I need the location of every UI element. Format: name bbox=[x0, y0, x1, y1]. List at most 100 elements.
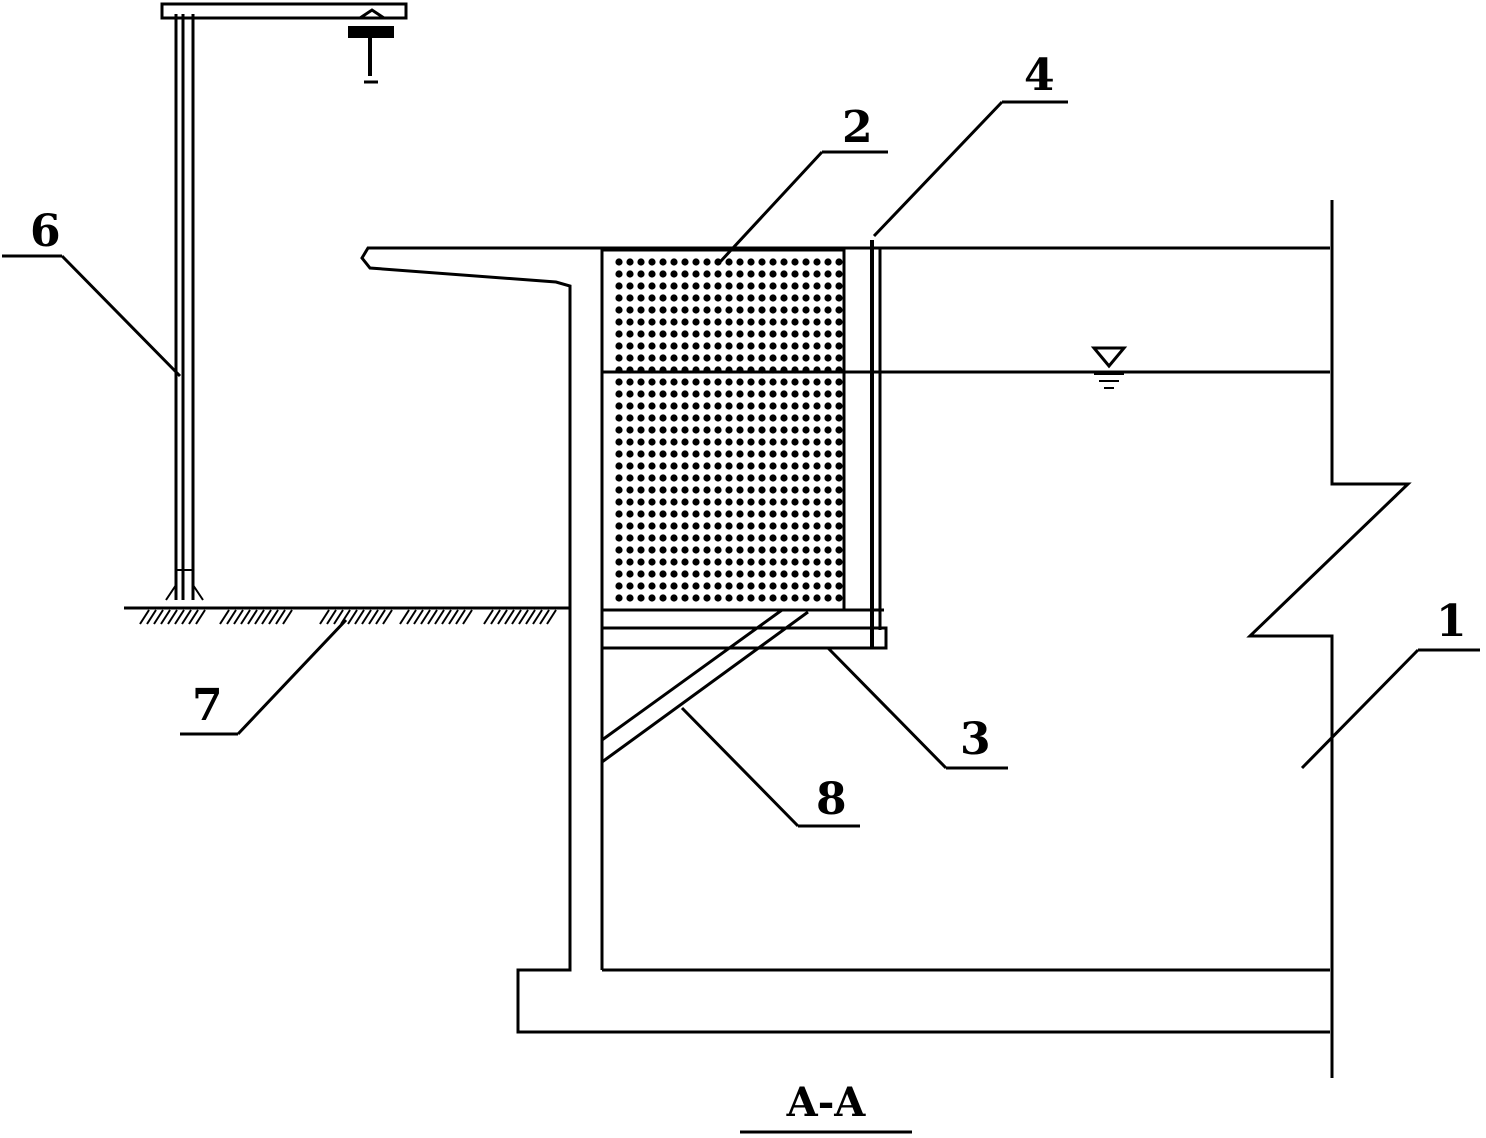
filter-grain bbox=[813, 378, 821, 386]
filter-grain bbox=[780, 438, 788, 446]
filter-grain bbox=[747, 318, 755, 326]
filter-grain bbox=[824, 390, 832, 398]
filter-grain bbox=[824, 318, 832, 326]
filter-grain bbox=[780, 594, 788, 602]
filter-grain bbox=[780, 462, 788, 470]
filter-grain bbox=[758, 390, 766, 398]
filter-grain bbox=[802, 306, 810, 314]
vertical-plate bbox=[870, 240, 882, 648]
ground-hatch bbox=[181, 609, 192, 625]
filter-grain bbox=[769, 522, 777, 530]
filter-grain bbox=[835, 390, 843, 398]
filter-grain bbox=[824, 294, 832, 302]
filter-grain bbox=[626, 318, 634, 326]
filter-grain bbox=[758, 366, 766, 374]
filter-grain bbox=[637, 342, 645, 350]
filter-grain bbox=[637, 486, 645, 494]
filter-grain bbox=[648, 294, 656, 302]
filter-grain bbox=[681, 474, 689, 482]
filter-grain bbox=[659, 282, 667, 290]
filter-grain bbox=[835, 318, 843, 326]
filter-grain bbox=[692, 342, 700, 350]
filter-grain bbox=[626, 390, 634, 398]
filter-grain bbox=[802, 486, 810, 494]
filter-grain bbox=[615, 306, 623, 314]
filter-grain bbox=[813, 402, 821, 410]
filter-grain bbox=[791, 258, 799, 266]
filter-grain bbox=[791, 306, 799, 314]
filter-grain bbox=[824, 522, 832, 530]
filter-grain bbox=[813, 558, 821, 566]
filter-grain bbox=[725, 558, 733, 566]
filter-grain bbox=[769, 270, 777, 278]
filter-grain bbox=[615, 270, 623, 278]
filter-grain bbox=[736, 294, 744, 302]
filter-grain bbox=[692, 294, 700, 302]
retaining-wall bbox=[360, 200, 1412, 1078]
ground-hatch bbox=[219, 609, 230, 625]
filter-grain bbox=[692, 438, 700, 446]
filter-grain bbox=[681, 510, 689, 518]
label-3: 3 bbox=[960, 714, 991, 765]
ground-hatch bbox=[518, 609, 529, 625]
lamp-post bbox=[160, 2, 408, 601]
filter-grain bbox=[670, 522, 678, 530]
filter-grain bbox=[791, 318, 799, 326]
ground-hatch bbox=[319, 609, 330, 625]
filter-grain bbox=[670, 582, 678, 590]
filter-grain bbox=[736, 306, 744, 314]
filter-grain bbox=[725, 378, 733, 386]
filter-grain bbox=[769, 378, 777, 386]
filter-grain bbox=[626, 570, 634, 578]
filter-grain bbox=[747, 366, 755, 374]
filter-grain bbox=[758, 270, 766, 278]
filter-grain bbox=[780, 558, 788, 566]
filter-grain bbox=[725, 330, 733, 338]
filter-grain bbox=[626, 486, 634, 494]
filter-grain bbox=[780, 318, 788, 326]
filter-grain bbox=[703, 558, 711, 566]
filter-grain bbox=[615, 330, 623, 338]
filter-grain bbox=[670, 402, 678, 410]
filter-grain bbox=[692, 354, 700, 362]
filter-grain bbox=[747, 486, 755, 494]
filter-grain bbox=[648, 270, 656, 278]
ground-hatch bbox=[195, 609, 206, 625]
filter-grain bbox=[681, 594, 689, 602]
filter-grain bbox=[835, 594, 843, 602]
filter-grain bbox=[769, 294, 777, 302]
filter-grain bbox=[626, 378, 634, 386]
filter-grain bbox=[758, 486, 766, 494]
filter-grain bbox=[615, 402, 623, 410]
filter-grain bbox=[703, 570, 711, 578]
filter-grain bbox=[615, 294, 623, 302]
filter-grain bbox=[714, 510, 722, 518]
filter-grain bbox=[802, 270, 810, 278]
filter-grain bbox=[725, 258, 733, 266]
filter-grain bbox=[802, 294, 810, 302]
filter-grain bbox=[626, 450, 634, 458]
filter-grain bbox=[659, 306, 667, 314]
filter-grain bbox=[692, 390, 700, 398]
filter-grain bbox=[692, 558, 700, 566]
filter-grain bbox=[747, 402, 755, 410]
filter-grain bbox=[681, 450, 689, 458]
ground-hatch bbox=[188, 609, 199, 625]
filter-grain bbox=[670, 390, 678, 398]
filter-grain bbox=[637, 318, 645, 326]
filter-grain bbox=[626, 582, 634, 590]
filter-grain bbox=[758, 306, 766, 314]
filter-grain bbox=[681, 462, 689, 470]
filter-grain bbox=[813, 354, 821, 362]
filter-grain bbox=[813, 342, 821, 350]
filter-grain bbox=[769, 594, 777, 602]
filter-grain bbox=[670, 270, 678, 278]
filter-grain bbox=[813, 462, 821, 470]
filter-grain bbox=[670, 486, 678, 494]
filter-grain bbox=[659, 426, 667, 434]
filter-grain bbox=[780, 570, 788, 578]
filter-grain bbox=[714, 354, 722, 362]
filter-grain bbox=[769, 306, 777, 314]
filter-grain bbox=[725, 306, 733, 314]
filter-grain bbox=[769, 534, 777, 542]
